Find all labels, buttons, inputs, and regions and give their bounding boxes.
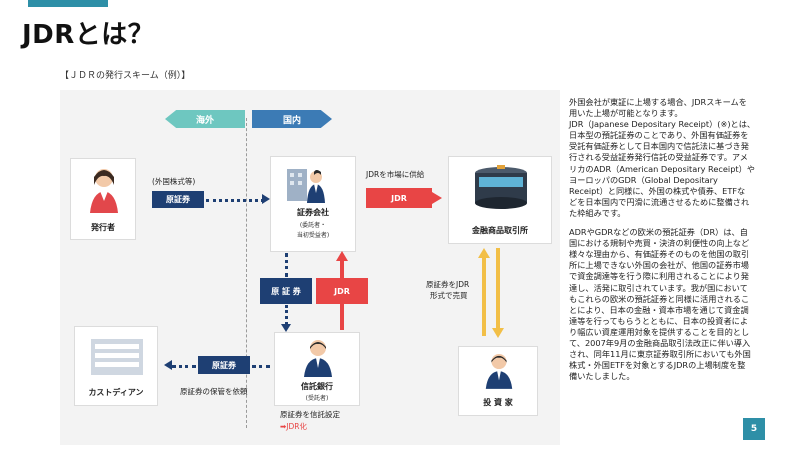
- issuer-arrow-head: [262, 194, 270, 204]
- supply-note: JDRを市場に供給: [366, 170, 425, 179]
- domestic-region-arrow: 国内: [252, 110, 332, 128]
- investor-person-icon: [485, 353, 513, 389]
- investor-note2: 形式で売買: [430, 291, 468, 300]
- explanation-paragraph-2: ADRやGDRなどの欧米の預託証券（DR）は、自 国における規制や売買・決済の利…: [569, 227, 751, 382]
- exchange-investor-arrow-a: [482, 256, 486, 336]
- issuer-box: 発行者: [70, 158, 136, 240]
- slide-title: JDRとは？: [22, 20, 155, 50]
- bank-to-custodian-arrow: [172, 365, 196, 368]
- bank-to-custodian-arrow-2: [252, 365, 270, 368]
- overseas-region-arrow: 海外: [165, 110, 245, 128]
- exchange-building-icon: [475, 165, 527, 209]
- custodian-box: カストディアン: [74, 326, 158, 406]
- trust-bank-label: 信託銀行: [301, 382, 333, 391]
- securities-company-label: 証券会社: [297, 208, 329, 217]
- custodian-label: カストディアン: [88, 388, 144, 397]
- original-securities-mid-tag: 原 証 券: [260, 278, 312, 304]
- diagram-subtitle: 【ＪＤＲの発行スキーム（例）】: [60, 71, 191, 81]
- issuer-label: 発行者: [91, 223, 115, 232]
- explanation-text: 外国会社が東証に上場する場合、JDRスキームを 用いた上場が可能となります。 J…: [569, 97, 791, 390]
- jdr-mid-tag: JDR: [316, 278, 368, 304]
- trust-setting-note: 原証券を信託設定: [280, 410, 340, 419]
- exchange-box: 金融商品取引所: [448, 156, 552, 244]
- bank-to-securities-arrow-lower: [340, 304, 344, 330]
- securities-building-icon: [287, 169, 325, 203]
- exchange-investor-arrow-b: [496, 248, 500, 328]
- custody-note: 原証券の保管を依頼: [180, 387, 248, 396]
- custody-arrow-head: [164, 360, 172, 370]
- border-divider: [246, 118, 247, 428]
- investor-note1: 原証券をJDR: [426, 280, 470, 289]
- investor-arrow-down-head: [492, 328, 504, 338]
- securities-sub2: 当初受益者): [296, 232, 330, 239]
- securities-to-bank-arrow: [285, 253, 288, 277]
- securities-sub1: (委託者・: [299, 222, 327, 229]
- bank-to-securities-arrow: [340, 260, 344, 278]
- jdr-scheme-diagram: 海外 国内 発行者 (外国株式等) 原証券 証券会社 (委託者・ 当初受益者) …: [60, 90, 560, 445]
- exchange-label: 金融商品取引所: [472, 226, 528, 235]
- jdr-supply-tag: JDR: [366, 188, 432, 208]
- top-accent-bar: [28, 0, 108, 7]
- supply-arrow-head: [432, 192, 442, 204]
- page-number: 5: [743, 418, 765, 440]
- trust-bank-person-icon: [304, 340, 332, 377]
- trust-bank-sub: (受託者): [305, 395, 329, 402]
- issuer-original-securities-tag: 原証券: [152, 191, 204, 208]
- investor-box: 投 資 家: [458, 346, 538, 416]
- custody-original-securities-tag: 原証券: [198, 356, 250, 374]
- investor-label: 投 資 家: [483, 398, 513, 407]
- trust-bank-box: 信託銀行 (受託者): [274, 332, 360, 406]
- issuer-note: (外国株式等): [152, 177, 196, 186]
- custodian-building-icon: [91, 339, 143, 375]
- issuer-to-securities-arrow: [206, 199, 264, 202]
- jdr-conversion-note: ➡JDR化: [280, 422, 307, 431]
- down-arrow-head: [281, 324, 291, 332]
- exchange-arrow-up-head: [478, 248, 490, 258]
- issuer-person-icon: [90, 169, 118, 213]
- up-arrow-head: [336, 251, 348, 261]
- explanation-paragraph-1: 外国会社が東証に上場する場合、JDRスキームを 用いた上場が可能となります。 J…: [569, 97, 756, 218]
- securities-to-bank-arrow-2: [285, 305, 288, 325]
- securities-company-box: 証券会社 (委託者・ 当初受益者): [270, 156, 356, 252]
